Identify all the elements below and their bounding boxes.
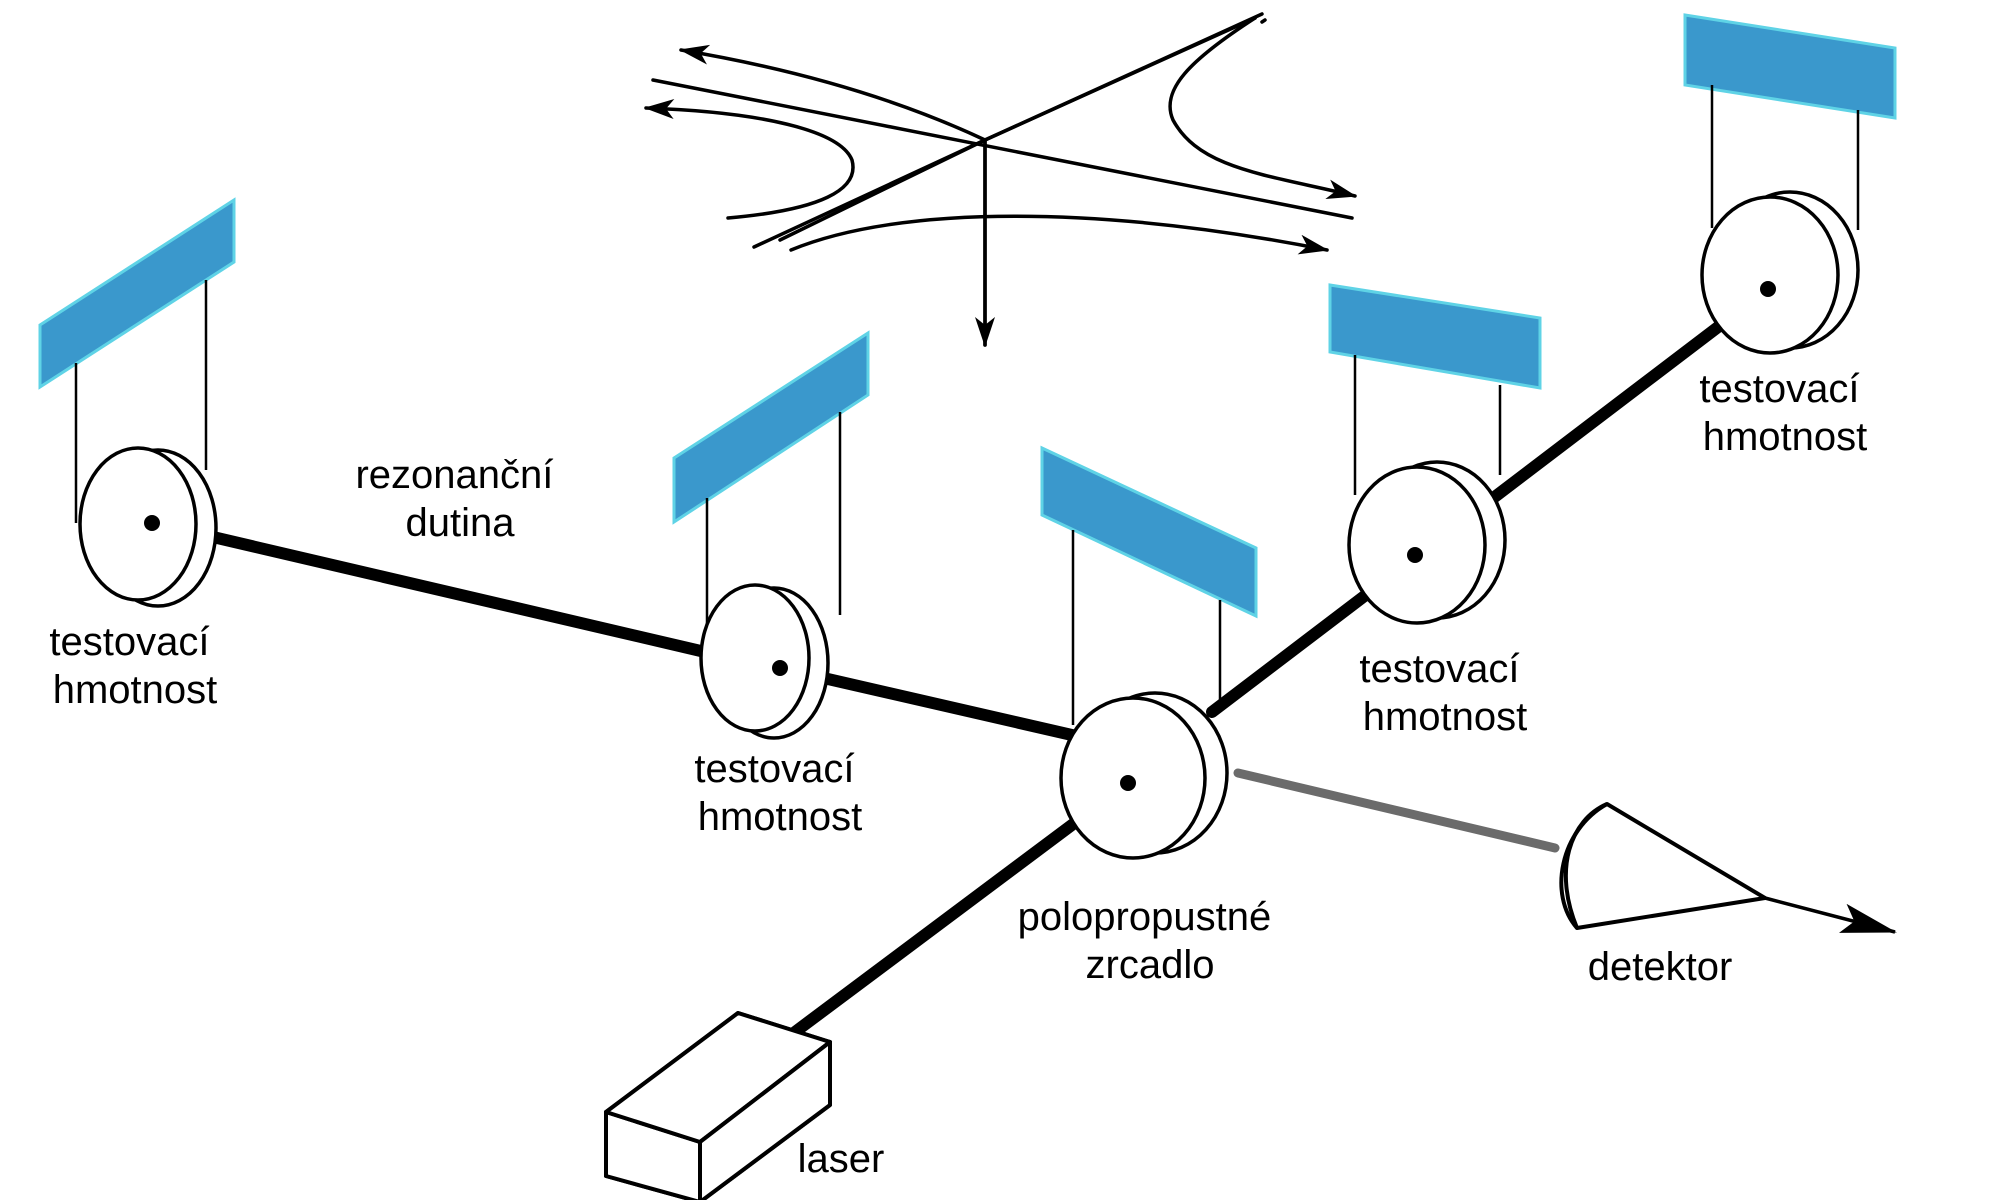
suspension-mirror	[1328, 283, 1542, 390]
beam-splitter	[1040, 445, 1258, 860]
label-test-mass-right-near: testovací hmotnost	[1359, 647, 1530, 739]
suspension-mirror	[1683, 13, 1897, 120]
test-mass-left	[38, 197, 236, 608]
gravitational-wave-icon	[644, 12, 1357, 347]
test-mass-right-far	[1683, 13, 1897, 355]
labels: testovací hmotnost rezonanční dutina tes…	[49, 367, 1870, 1181]
test-mass-middle	[672, 330, 870, 740]
cavity-beam-left	[147, 517, 711, 658]
label-cavity: rezonanční dutina	[355, 453, 564, 545]
suspension-mirror	[38, 197, 236, 390]
label-detector: detektor	[1588, 945, 1733, 989]
suspension-mirror	[672, 330, 870, 525]
label-beam-splitter: polopropustné zrcadlo	[1018, 895, 1283, 987]
cavity-beam-inner	[774, 662, 1091, 744]
detector-cone-icon	[1559, 802, 1897, 934]
label-test-mass-right-far: testovací hmotnost	[1699, 367, 1870, 459]
label-test-mass-middle: testovací hmotnost	[694, 747, 865, 839]
label-test-mass-left: testovací hmotnost	[49, 620, 220, 712]
output-beam	[1233, 768, 1560, 853]
laser-box-icon	[604, 1011, 832, 1200]
label-laser: laser	[798, 1137, 885, 1181]
test-mass-right-near	[1328, 283, 1542, 625]
suspension-mirror	[1040, 445, 1258, 619]
